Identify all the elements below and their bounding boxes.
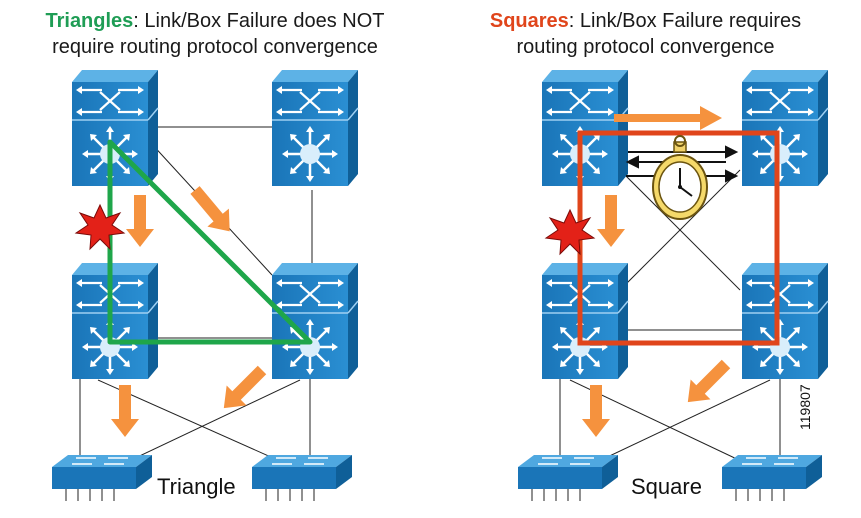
square-topology — [517, 68, 830, 502]
square-panel: Squares: Link/Box Failure requires routi… — [430, 0, 861, 518]
flow-arrow-icon — [223, 365, 267, 409]
core-router-icon — [740, 261, 830, 381]
figure-id: 119807 — [797, 384, 813, 430]
square-caption: Squares: Link/Box Failure requires routi… — [430, 8, 861, 60]
square-label: Square — [627, 474, 706, 500]
triangle-topology — [51, 68, 360, 502]
topology-links — [79, 126, 313, 471]
core-router-icon — [70, 261, 160, 381]
triangle-caption: Triangles: Link/Box Failure does NOT req… — [0, 8, 430, 60]
caption-line1: : Link/Box Failure requires — [568, 10, 802, 32]
flow-arrow-icon — [597, 195, 625, 247]
caption-line2: routing protocol convergence — [516, 36, 775, 58]
flow-arrow-icon — [687, 359, 731, 403]
core-router-icon — [270, 261, 360, 381]
caption-keyword: Squares — [489, 10, 569, 32]
flow-arrow-icon — [190, 186, 230, 232]
core-router-icon — [540, 261, 630, 381]
caption-line2: require routing protocol convergence — [52, 36, 378, 58]
flow-arrow-icon — [582, 385, 610, 437]
flow-arrow-icon — [614, 106, 722, 130]
triangle-panel: Triangles: Link/Box Failure does NOT req… — [0, 0, 430, 518]
triangle-label: Triangle — [153, 474, 240, 500]
failure-burst-icon — [545, 209, 595, 255]
stopwatch-icon — [652, 135, 708, 220]
access-switch-icon — [721, 454, 823, 502]
distribution-router-icon — [740, 68, 830, 188]
access-switch-icon — [251, 454, 353, 502]
caption-line1: : Link/Box Failure does NOT — [133, 10, 385, 32]
access-switch-icon — [517, 454, 619, 502]
flow-arrow-icon — [126, 195, 154, 247]
distribution-router-icon — [270, 68, 360, 188]
distribution-router-icon — [540, 68, 630, 188]
failure-burst-icon — [75, 204, 125, 250]
access-switch-icon — [51, 454, 153, 502]
caption-keyword: Triangles — [45, 10, 134, 32]
distribution-router-icon — [70, 68, 160, 188]
flow-arrow-icon — [111, 385, 139, 437]
